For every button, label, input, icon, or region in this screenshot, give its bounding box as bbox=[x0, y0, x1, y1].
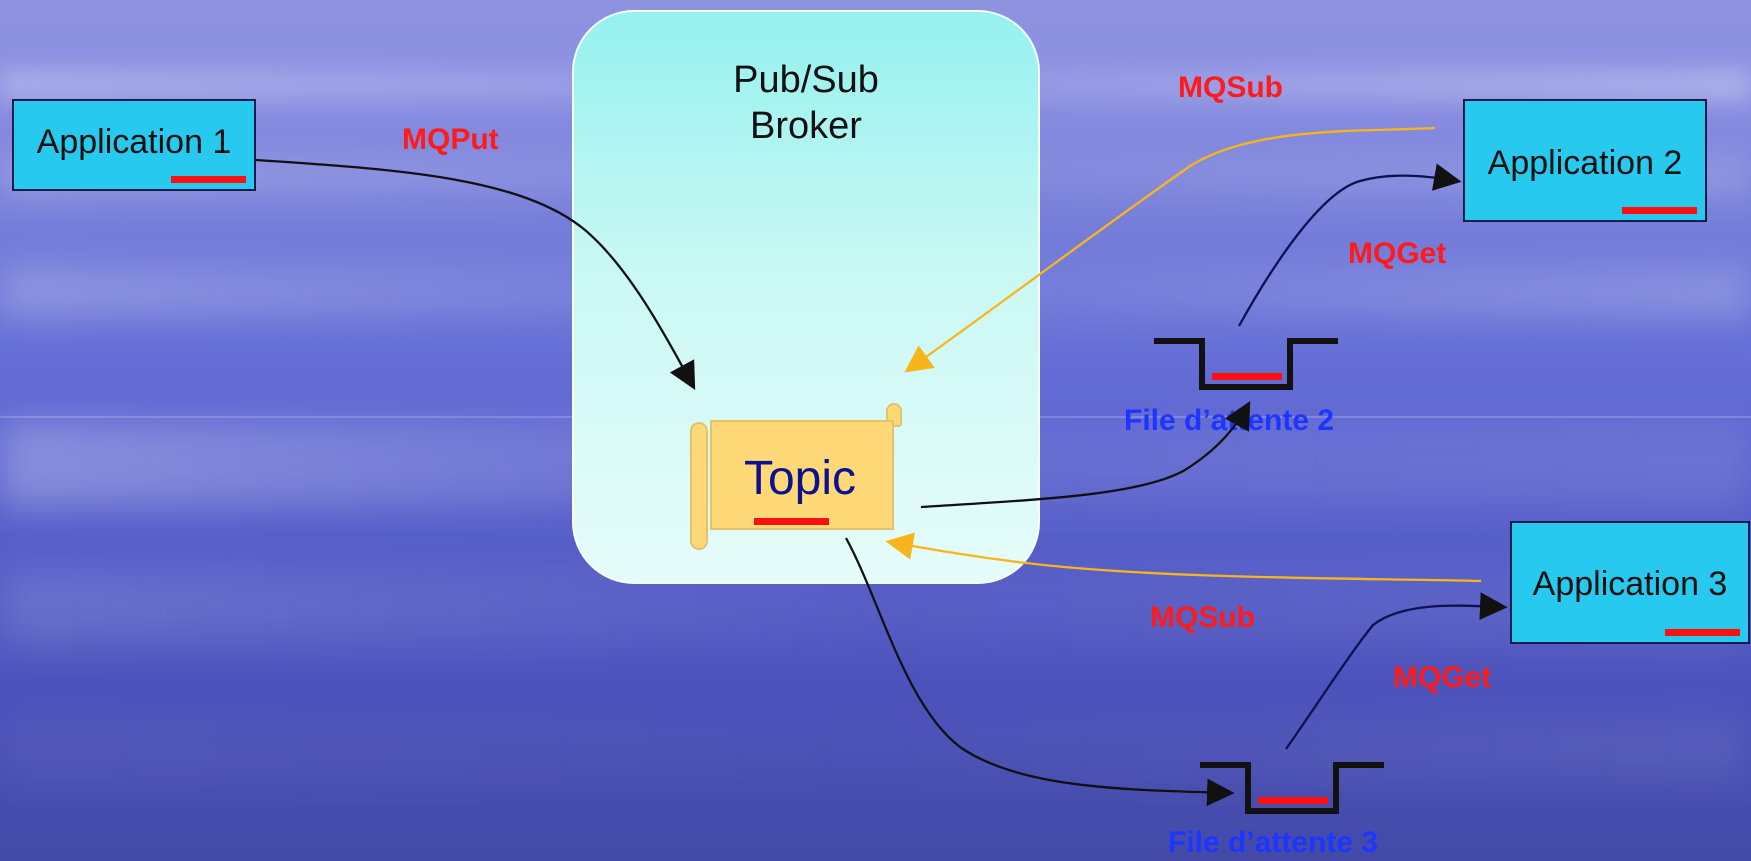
application-1-marker bbox=[171, 176, 246, 183]
arrow-app1-to-topic bbox=[255, 158, 696, 391]
queue-2-bottom bbox=[1199, 384, 1293, 390]
topic-node: Topic bbox=[690, 400, 910, 560]
arrow-topic-to-queue3 bbox=[844, 537, 1235, 807]
queue-3-top-right-edge bbox=[1334, 762, 1384, 768]
queue-3-label: File d’attente 3 bbox=[1168, 826, 1379, 859]
queue-2-left-wall bbox=[1199, 338, 1205, 390]
arrow-app2-subscription bbox=[904, 126, 1436, 373]
scroll-left-roll bbox=[690, 422, 708, 550]
broker-title: Pub/Sub Broker bbox=[733, 59, 879, 147]
queue-2-top-left-edge bbox=[1154, 338, 1204, 344]
queue-2-top-right-edge bbox=[1288, 338, 1338, 344]
queue-3-bottom bbox=[1245, 808, 1339, 814]
mqget-top-label: MQGet bbox=[1348, 237, 1447, 270]
queue-2-right-wall bbox=[1287, 338, 1293, 390]
queue-3-top-left-edge bbox=[1200, 762, 1250, 768]
mqsub-bottom-label: MQSub bbox=[1150, 601, 1255, 634]
application-2-marker bbox=[1622, 207, 1697, 214]
queue-3-marker bbox=[1258, 797, 1328, 804]
mqsub-top-label: MQSub bbox=[1178, 71, 1283, 104]
mqget-bottom-label: MQGet bbox=[1393, 661, 1492, 694]
application-1-label: Application 1 bbox=[36, 123, 232, 161]
queue-3 bbox=[1200, 762, 1384, 814]
application-3-box: Application 3 bbox=[1510, 521, 1750, 644]
arrow-app3-subscription bbox=[885, 532, 1482, 583]
application-3-marker bbox=[1665, 629, 1740, 636]
application-2-label: Application 2 bbox=[1487, 144, 1683, 182]
queue-2-marker bbox=[1212, 373, 1282, 380]
application-2-box: Application 2 bbox=[1463, 99, 1707, 222]
queue-3-left-wall bbox=[1245, 762, 1251, 814]
queue-2 bbox=[1154, 338, 1338, 390]
topic-scroll bbox=[710, 420, 894, 530]
arrow-queue3-to-app3 bbox=[1285, 592, 1508, 750]
arrow-queue2-to-app2 bbox=[1237, 163, 1462, 327]
arrow-topic-to-queue2 bbox=[920, 400, 1251, 509]
application-1-box: Application 1 bbox=[12, 99, 256, 191]
mqput-label: MQPut bbox=[402, 123, 499, 156]
topic-label: Topic bbox=[743, 452, 857, 505]
application-3-label: Application 3 bbox=[1532, 565, 1728, 603]
topic-marker bbox=[754, 518, 829, 525]
queue-3-right-wall bbox=[1333, 762, 1339, 814]
